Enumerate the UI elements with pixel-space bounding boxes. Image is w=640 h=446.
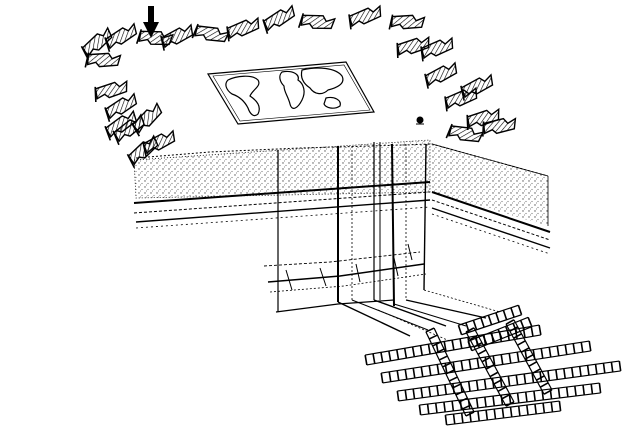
tunnel-band	[396, 360, 622, 402]
right-building	[431, 143, 551, 255]
down-arrow-icon	[143, 6, 159, 38]
marker-knob	[416, 116, 424, 125]
flag-icon	[94, 79, 128, 103]
world-map-icon	[206, 61, 375, 125]
flag-icon	[131, 101, 163, 137]
flag-icon	[262, 4, 296, 35]
tunnel-approach	[337, 289, 501, 343]
tunnel-band	[505, 319, 553, 395]
flag-icon	[482, 117, 517, 137]
underground-levels	[263, 243, 427, 313]
flag-icon	[191, 23, 231, 43]
flag-icon	[297, 13, 336, 30]
flag-icon	[424, 61, 458, 89]
flag-icon	[160, 23, 194, 51]
tunnel-band	[465, 327, 515, 407]
tunnel-band	[457, 304, 523, 336]
left-building	[133, 139, 431, 229]
flag-icon	[388, 14, 426, 30]
flag-icon	[104, 92, 138, 123]
tunnel-band	[418, 382, 602, 416]
tunnel-band	[364, 324, 542, 366]
flag-icon	[460, 73, 494, 101]
tunnel-band	[380, 340, 592, 384]
flag-icon	[420, 36, 454, 62]
flag-icon	[142, 129, 176, 157]
flag-icon	[84, 52, 122, 68]
flag-ring	[80, 4, 517, 169]
flag-icon	[348, 4, 382, 30]
flag-icon	[445, 123, 485, 143]
tunnel-network	[364, 304, 622, 426]
flag-icon	[226, 16, 260, 42]
flag-icon	[80, 26, 113, 61]
underground-shafts	[277, 142, 427, 312]
tunnel-band	[425, 327, 475, 417]
